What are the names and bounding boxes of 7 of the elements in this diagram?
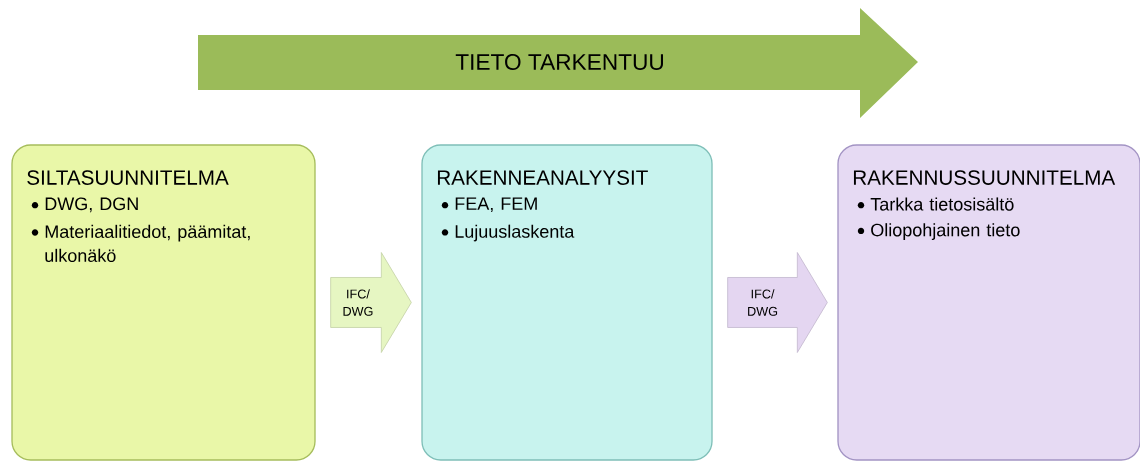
block-arrow	[727, 252, 828, 353]
rounded-box: RAKENNEANALYYSIT FEA, FEM Lujuuslaskenta	[421, 144, 713, 461]
block-arrow	[330, 252, 412, 353]
rounded-box: SILTASUUNNITELMA DWG, DGN Materiaalitiedot, päämitat, ulkonäkö	[11, 144, 316, 461]
edge-label: IFC/ DWG	[343, 289, 373, 316]
edge-label: IFC/ DWG	[748, 289, 778, 316]
rounded-box: RAKENNUSSUUNNITELMA Tarkka tietosisältö Oliopohjainen tieto	[837, 144, 1140, 461]
